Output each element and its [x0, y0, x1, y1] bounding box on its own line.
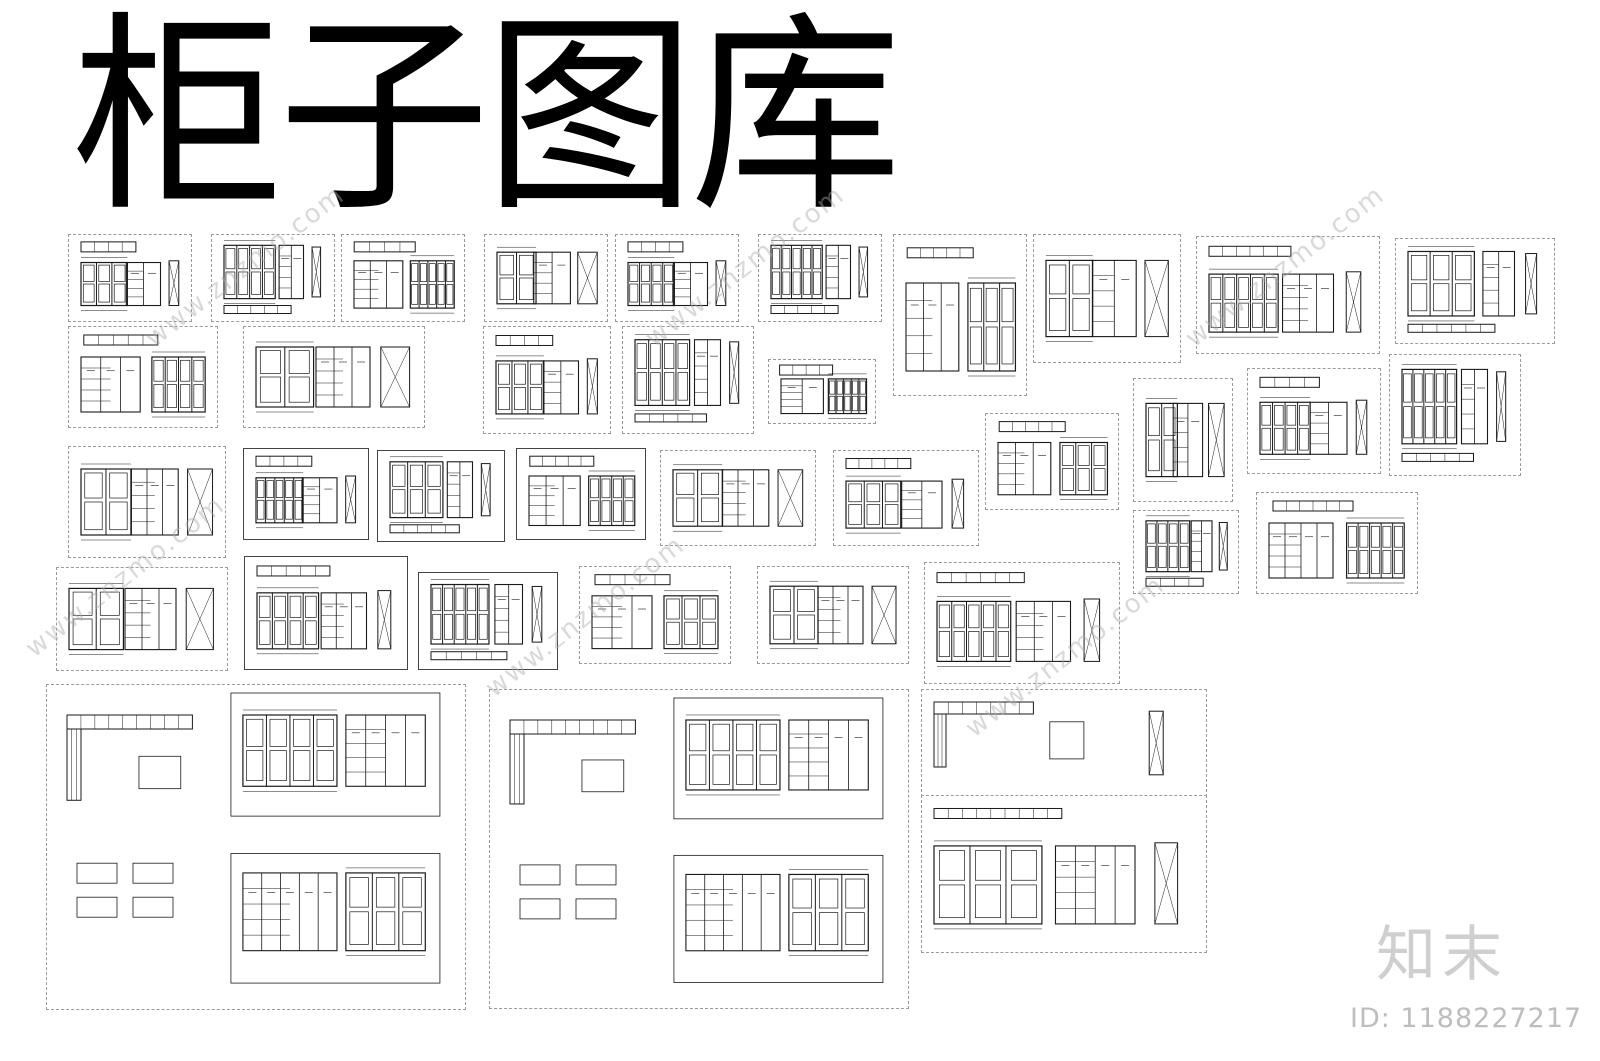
cad-drawing — [769, 580, 897, 650]
drawing-sheet — [921, 689, 1207, 797]
cad-drawing — [509, 697, 884, 983]
cad-drawing — [1145, 515, 1228, 587]
drawing-sheet — [768, 359, 876, 424]
drawing-sheet — [1389, 354, 1521, 476]
drawing-sheet — [418, 572, 558, 670]
cad-drawing — [1259, 376, 1368, 460]
cad-drawing — [255, 455, 357, 529]
drawing-sheet — [833, 450, 979, 546]
drawing-sheet — [489, 689, 909, 1009]
cad-drawing — [1208, 245, 1362, 338]
cad-drawing — [634, 334, 740, 423]
drawing-sheet — [757, 566, 909, 664]
cad-drawing — [80, 463, 214, 541]
watermark-id: ID: 1188227217 — [1350, 1003, 1583, 1034]
drawing-sheet — [1133, 510, 1239, 594]
drawing-sheet — [985, 413, 1119, 510]
drawing-sheet — [68, 234, 192, 322]
cad-drawing — [770, 240, 869, 315]
cad-drawing — [627, 241, 727, 311]
drawing-sheet — [484, 234, 608, 322]
cad-drawing — [80, 334, 206, 418]
cad-drawing — [591, 574, 719, 654]
cad-drawing — [933, 807, 1179, 930]
watermark-brand: 知末 — [1376, 920, 1508, 990]
cad-drawing — [905, 247, 1017, 377]
drawing-sheet — [516, 448, 646, 540]
drawing-sheet — [615, 234, 739, 322]
drawing-sheet — [1247, 368, 1381, 474]
drawing-sheet — [243, 326, 425, 428]
drawing-sheet — [243, 448, 369, 540]
cad-drawing — [256, 565, 392, 655]
cad-drawing — [528, 455, 636, 531]
cad-drawing — [255, 341, 411, 413]
drawing-sheet — [68, 326, 218, 428]
drawing-sheet — [46, 684, 466, 1010]
drawing-sheet — [341, 234, 465, 322]
cad-drawing — [1407, 246, 1538, 333]
cad-drawing — [1268, 500, 1405, 584]
cad-drawing — [495, 334, 598, 420]
cad-drawing — [430, 579, 543, 661]
drawing-sheet — [660, 450, 816, 546]
drawing-sheet — [1033, 234, 1181, 363]
cad-drawing — [1401, 364, 1507, 462]
drawing-sheet — [483, 326, 611, 434]
drawing-sheet — [211, 234, 335, 322]
cad-drawing — [353, 241, 455, 314]
cad-drawing — [845, 458, 965, 534]
cad-drawing — [997, 421, 1109, 500]
cad-drawing — [933, 701, 1164, 776]
drawing-sheet — [1395, 238, 1555, 344]
drawing-sheet — [924, 562, 1120, 684]
drawing-sheet — [921, 795, 1207, 953]
drawing-sheet — [377, 450, 505, 542]
drawing-sheet — [244, 556, 408, 670]
drawing-sheet — [1133, 378, 1233, 502]
page-title: 柜子图库 — [72, 0, 902, 240]
drawing-sheet — [68, 446, 226, 558]
cad-drawing — [779, 364, 868, 419]
cad-drawing — [496, 246, 598, 310]
cad-drawing — [1145, 398, 1225, 482]
drawing-sheet — [56, 567, 228, 671]
drawing-sheet — [893, 234, 1027, 396]
drawing-sheet — [622, 326, 754, 434]
cad-drawing — [66, 692, 441, 984]
cad-drawing — [389, 456, 491, 534]
cad-drawing — [936, 572, 1101, 667]
drawing-sheet — [1256, 492, 1418, 594]
cad-drawing — [68, 583, 214, 655]
drawing-sheet — [758, 234, 882, 322]
cad-drawing — [1045, 255, 1169, 342]
cad-drawing — [223, 240, 322, 315]
cad-drawing — [672, 464, 804, 532]
drawing-sheet — [1196, 236, 1380, 354]
drawing-sheet — [579, 566, 731, 664]
cad-drawing — [80, 241, 180, 311]
